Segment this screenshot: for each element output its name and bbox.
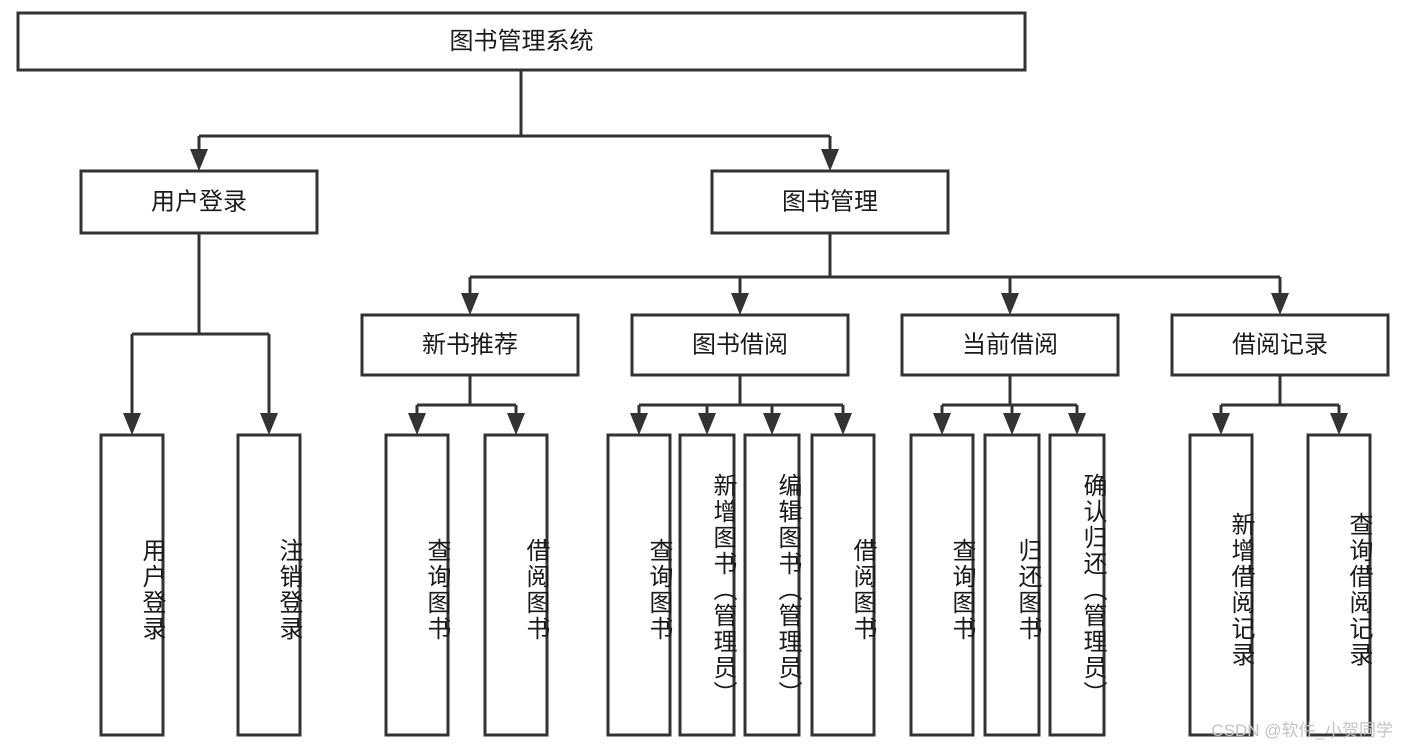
arrow-leaf-query-record xyxy=(1330,413,1348,435)
node-root[interactable] xyxy=(16,11,1027,72)
connector-bus-user-login xyxy=(132,233,269,336)
node-label-borrow-record: 借阅记录 xyxy=(1232,331,1328,358)
node-leaf-query-record[interactable] xyxy=(1306,433,1372,737)
connector-bus-current-borrow xyxy=(942,375,1077,407)
node-leaf-user-login[interactable] xyxy=(99,433,165,737)
node-leaf-query-book-2[interactable] xyxy=(606,433,672,737)
arrow-layer xyxy=(123,149,1348,435)
node-leaf-query-book-1[interactable] xyxy=(384,433,450,737)
arrow-leaf-query-book-2 xyxy=(630,413,648,435)
connector-bus-book-manage xyxy=(470,233,1280,279)
node-label-book-borrow: 图书借阅 xyxy=(692,331,788,358)
node-leaf-return-book[interactable] xyxy=(983,433,1041,737)
arrow-leaf-add-book xyxy=(698,413,716,435)
node-label-book-manage: 图书管理 xyxy=(782,188,878,215)
connector-bus-root xyxy=(199,70,830,138)
arrow-leaf-user-login xyxy=(123,413,141,435)
arrow-user-login xyxy=(190,149,208,171)
node-current-borrow[interactable] xyxy=(900,313,1120,377)
connector-bus-book-borrow xyxy=(639,375,843,407)
node-label-root: 图书管理系统 xyxy=(450,28,594,55)
node-leaf-confirm-return[interactable] xyxy=(1048,433,1106,737)
arrow-leaf-return-book xyxy=(1003,413,1021,435)
node-leaf-query-book-3[interactable] xyxy=(909,433,975,737)
arrow-current-borrow xyxy=(1001,293,1019,315)
arrow-leaf-add-record xyxy=(1212,413,1230,435)
box-layer xyxy=(16,11,1390,737)
node-leaf-borrow-book-1[interactable] xyxy=(483,433,549,737)
node-leaf-add-book[interactable] xyxy=(678,433,736,737)
arrow-book-manage xyxy=(821,149,839,171)
node-book-manage[interactable] xyxy=(710,169,950,235)
connector-bus-borrow-record xyxy=(1221,375,1339,407)
arrow-leaf-edit-book xyxy=(763,413,781,435)
node-leaf-logout[interactable] xyxy=(236,433,302,737)
node-leaf-edit-book[interactable] xyxy=(743,433,801,737)
node-book-borrow[interactable] xyxy=(630,313,850,377)
node-borrow-record[interactable] xyxy=(1170,313,1390,377)
arrow-leaf-confirm-return xyxy=(1068,413,1086,435)
arrow-book-borrow xyxy=(731,293,749,315)
arrow-leaf-borrow-book-2 xyxy=(834,413,852,435)
connector-bus-new-book xyxy=(417,375,516,407)
arrow-leaf-query-book-1 xyxy=(408,413,426,435)
csdn-watermark: CSDN @软件_小贺同学 xyxy=(1211,721,1393,740)
arrow-leaf-logout xyxy=(260,413,278,435)
arrow-new-book-recommend xyxy=(461,293,479,315)
arrow-leaf-query-book-3 xyxy=(933,413,951,435)
node-user-login[interactable] xyxy=(79,169,319,235)
arrow-leaf-borrow-book-1 xyxy=(507,413,525,435)
node-label-user-login: 用户登录 xyxy=(151,188,247,215)
node-new-book-recommend[interactable] xyxy=(360,313,580,377)
arrow-borrow-record xyxy=(1271,293,1289,315)
node-leaf-borrow-book-2[interactable] xyxy=(810,433,876,737)
node-leaf-add-record[interactable] xyxy=(1188,433,1254,737)
node-label-current-borrow: 当前借阅 xyxy=(962,331,1058,358)
node-label-new-book-recommend: 新书推荐 xyxy=(422,331,518,358)
